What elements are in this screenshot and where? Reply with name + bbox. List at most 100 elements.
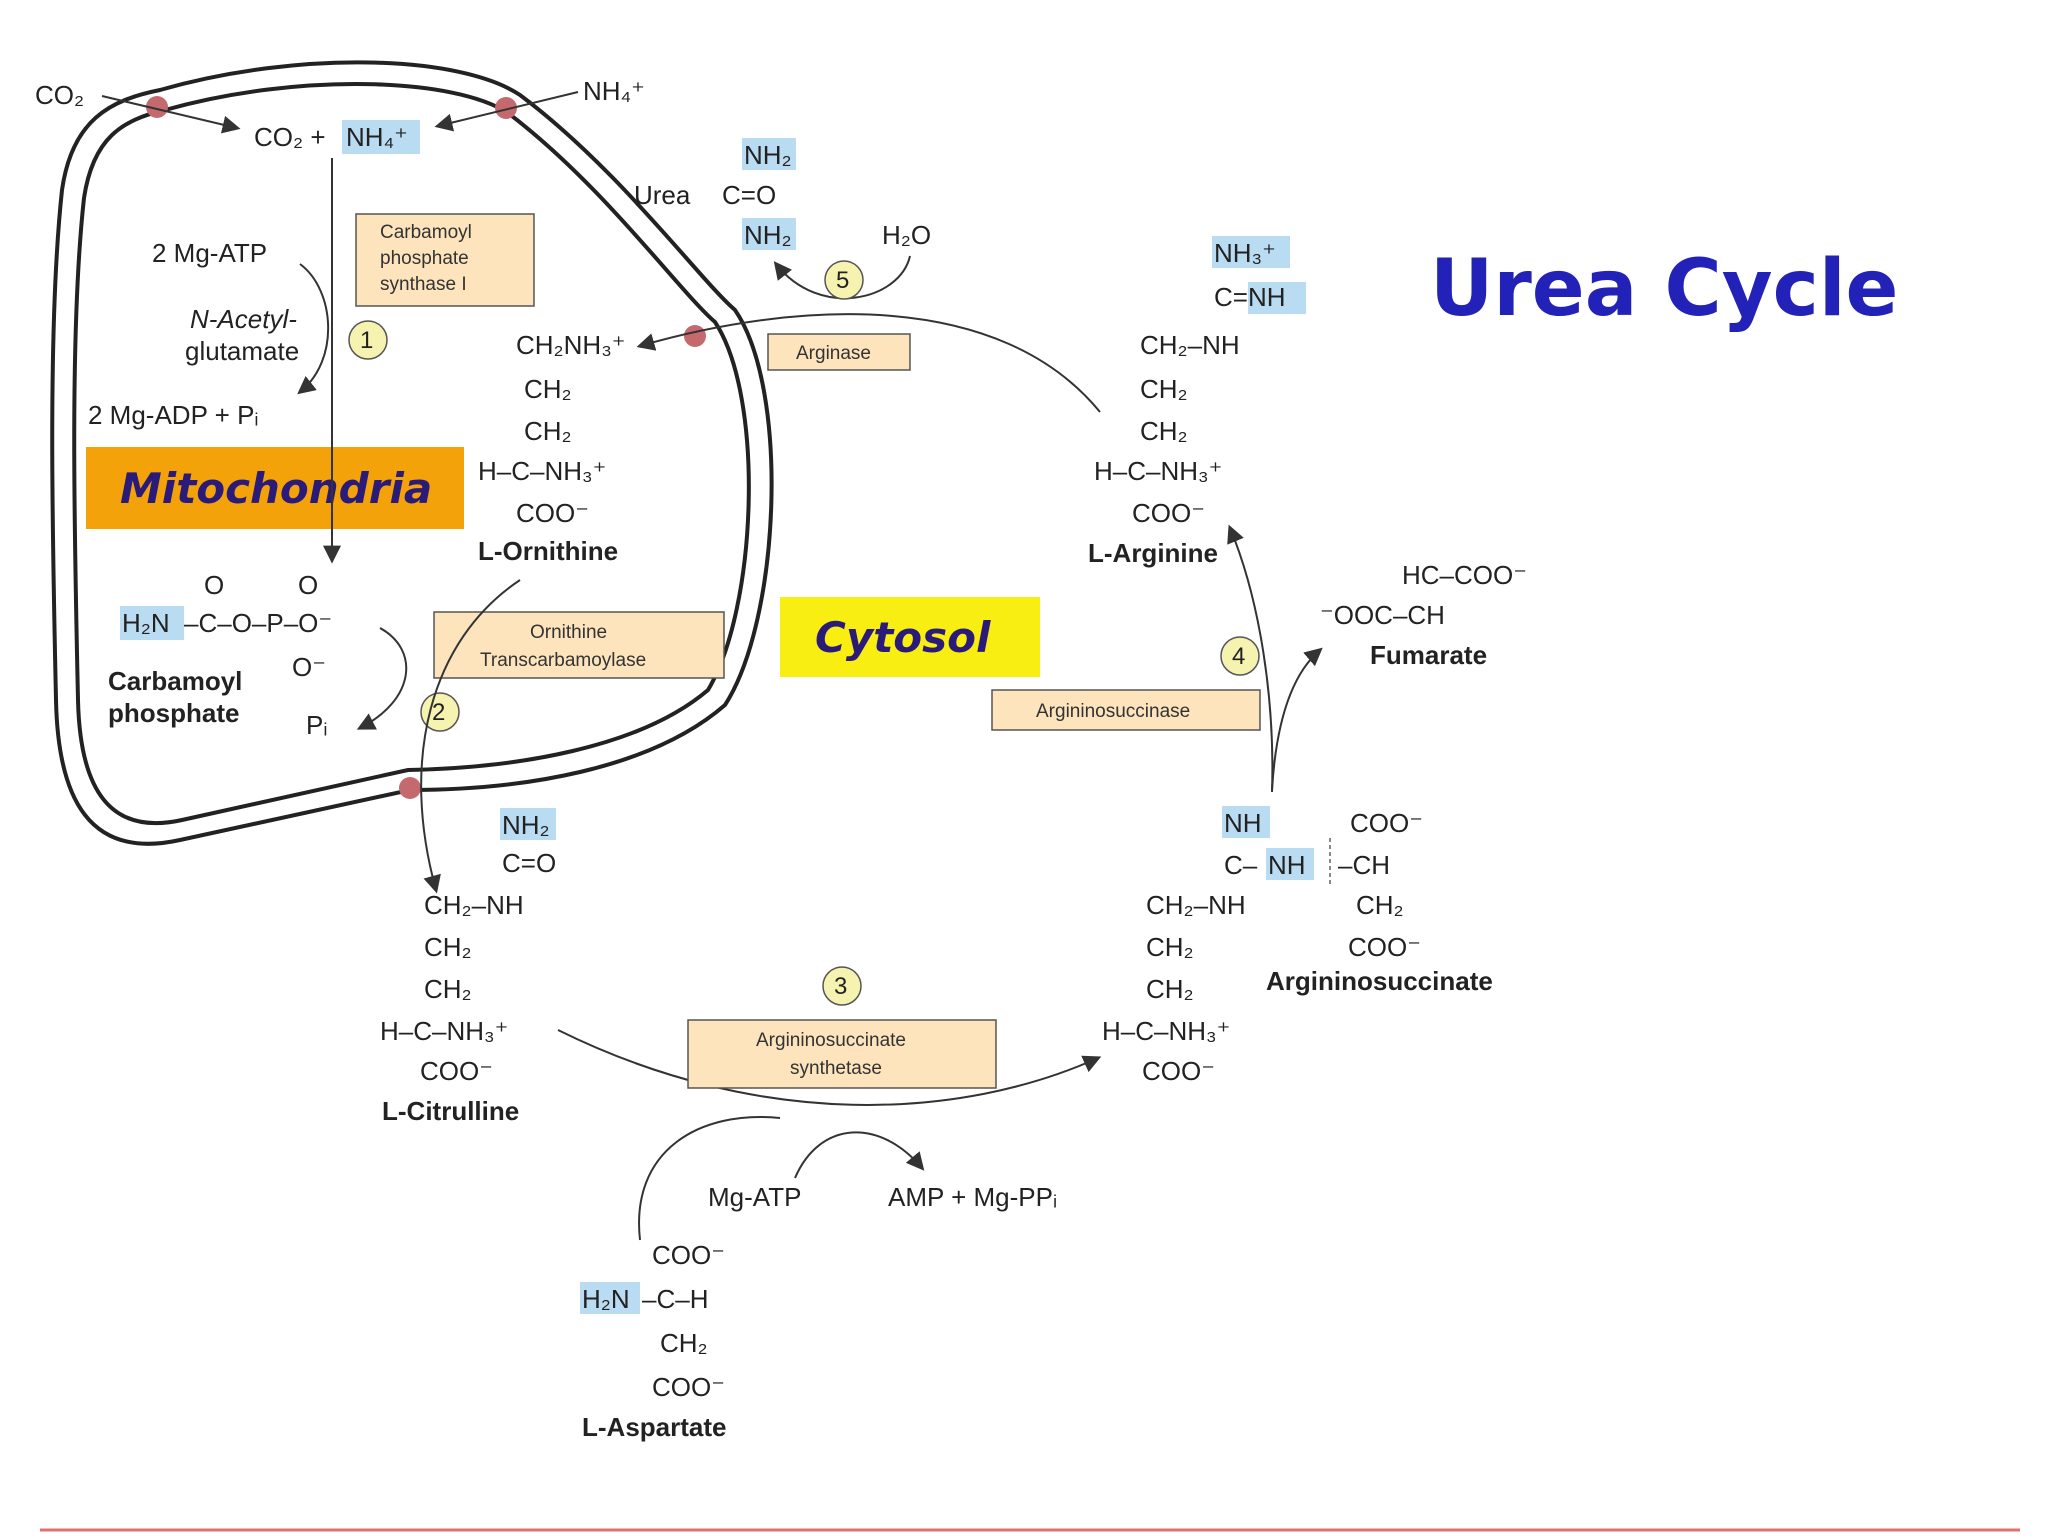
mitochondria-label: Mitochondria — [120, 464, 432, 513]
transporter-co2 — [146, 96, 168, 118]
transporter-ornithine — [684, 325, 706, 347]
arginine-name: L-Arginine — [1088, 538, 1218, 568]
aspartate-entry-arrow — [638, 1116, 781, 1241]
cp-o1: O — [204, 570, 224, 600]
ornithine-l1: CH₂NH₃⁺ — [516, 330, 626, 360]
as-l5: H–C–NH₃⁺ — [1102, 1016, 1230, 1046]
cp-name-line1: Carbamoyl — [108, 666, 242, 696]
ornithine-to-citrulline-arrow — [420, 579, 521, 894]
ornithine-l2: CH₂ — [524, 374, 572, 404]
co2-reactant: CO₂ + — [254, 122, 326, 152]
citrulline-l0: NH₂ — [502, 810, 550, 840]
enzyme-ass-line2: synthetase — [790, 1058, 882, 1079]
citrulline-l4: CH₂ — [424, 974, 472, 1004]
step1-atp: 2 Mg-ATP — [152, 238, 267, 268]
step5-arrow — [773, 255, 911, 300]
enzyme-asl-box — [991, 689, 1261, 731]
step5-number: 5 — [836, 267, 849, 294]
fumarate-arrow — [1271, 647, 1323, 791]
aspartate-name: L-Aspartate — [582, 1412, 726, 1442]
as-nh-highlight — [1222, 806, 1270, 838]
enzyme-otc-line1: Ornithine — [530, 622, 607, 643]
as-l3: CH₂ — [1146, 932, 1194, 962]
co2-arrow — [101, 95, 241, 134]
arginine-l1: C=NH — [1214, 282, 1286, 312]
enzyme-cps1-line2: phosphate — [380, 248, 469, 269]
nh4-highlight — [342, 120, 420, 154]
urea-co: C=O — [722, 180, 776, 210]
step1-badge — [348, 320, 388, 360]
cp-chain: –C–O–P–O⁻ — [184, 608, 332, 638]
arginine-l0: NH₃⁺ — [1214, 238, 1276, 268]
enzyme-ass-box — [687, 1019, 997, 1089]
citrulline-l2: CH₂–NH — [424, 890, 524, 920]
ornithine-l4: H–C–NH₃⁺ — [478, 456, 606, 486]
step4-number: 4 — [1232, 643, 1245, 670]
aspartate-h2n: H₂N — [582, 1284, 630, 1314]
step1-number: 1 — [360, 327, 373, 354]
arginine-l5: H–C–NH₃⁺ — [1094, 456, 1222, 486]
argininosuccinate-to-arginine-arrow — [1227, 524, 1274, 793]
step2-pi-arrow — [356, 627, 408, 730]
citrulline-to-argininosuccinate-arrow — [557, 1029, 1102, 1106]
step1-nag-line1: N-Acetyl- — [190, 304, 297, 334]
mitochondrion-outer-membrane — [50, 60, 774, 846]
step3-atp: Mg-ATP — [708, 1182, 801, 1212]
urea-nh2a-highlight — [742, 138, 796, 170]
step3-badge — [822, 966, 862, 1006]
pi-product: Pᵢ — [306, 710, 327, 740]
arginine-l6: COO⁻ — [1132, 498, 1205, 528]
as-nh2-highlight — [1266, 848, 1314, 880]
as-coo1: COO⁻ — [1350, 808, 1423, 838]
transporter-nh4 — [495, 97, 517, 119]
step1-cofactor-arrow — [297, 263, 330, 395]
fumarate-name: Fumarate — [1370, 640, 1487, 670]
as-ch2r: CH₂ — [1356, 890, 1404, 920]
cp-h2n-highlight — [120, 606, 184, 640]
nh4-arrow — [434, 91, 579, 132]
enzyme-arginase-box — [767, 333, 911, 371]
arginine-nh-highlight — [1248, 282, 1306, 314]
as-ch: –CH — [1338, 850, 1390, 880]
aspartate-l3: CH₂ — [660, 1328, 708, 1358]
citrulline-l6: COO⁻ — [420, 1056, 493, 1086]
as-l6: COO⁻ — [1142, 1056, 1215, 1086]
ornithine-l3: CH₂ — [524, 416, 572, 446]
cp-h2n: H₂N — [122, 608, 170, 638]
urea-label: Urea — [634, 180, 691, 210]
aspartate-l1: COO⁻ — [652, 1240, 725, 1270]
nh4-reactant: NH₄⁺ — [346, 122, 408, 152]
enzyme-arginase: Arginase — [796, 343, 871, 364]
citrulline-l1: C=O — [502, 848, 556, 878]
mitochondrion-inner-membrane — [72, 82, 751, 826]
as-name: Argininosuccinate — [1266, 966, 1493, 996]
as-l4: CH₂ — [1146, 974, 1194, 1004]
step4-badge — [1220, 636, 1260, 676]
citrulline-l5: H–C–NH₃⁺ — [380, 1016, 508, 1046]
aspartate-l4: COO⁻ — [652, 1372, 725, 1402]
arginine-nh3-highlight — [1212, 236, 1290, 268]
co2-input: CO₂ — [35, 80, 84, 110]
mitochondria-label-box — [86, 447, 464, 529]
enzyme-otc-line2: Transcarbamoylase — [480, 650, 646, 671]
enzyme-cps1-line1: Carbamoyl — [380, 222, 472, 243]
ornithine-l5: COO⁻ — [516, 498, 589, 528]
aspartate-h2n-highlight — [580, 1282, 640, 1314]
step2-number: 2 — [432, 699, 445, 726]
step2-badge — [420, 692, 460, 732]
cytosol-label: Cytosol — [815, 613, 991, 662]
step3-amp: AMP + Mg-PPᵢ — [888, 1182, 1057, 1212]
arginine-l3: CH₂ — [1140, 374, 1188, 404]
enzyme-asl: Argininosuccinase — [1036, 701, 1190, 722]
arginine-l2: CH₂–NH — [1140, 330, 1240, 360]
diagram-title: Urea Cycle — [1430, 244, 1898, 334]
enzyme-otc-box — [433, 611, 725, 679]
enzyme-cps1-box — [355, 213, 535, 307]
citrulline-nh2-highlight — [500, 808, 556, 840]
water: H₂O — [882, 220, 931, 250]
enzyme-ass-line1: Argininosuccinate — [756, 1030, 906, 1051]
urea-nh2a: NH₂ — [744, 140, 792, 170]
fumarate-l1: HC–COO⁻ — [1402, 560, 1527, 590]
nh4-input: NH₄⁺ — [583, 76, 645, 106]
